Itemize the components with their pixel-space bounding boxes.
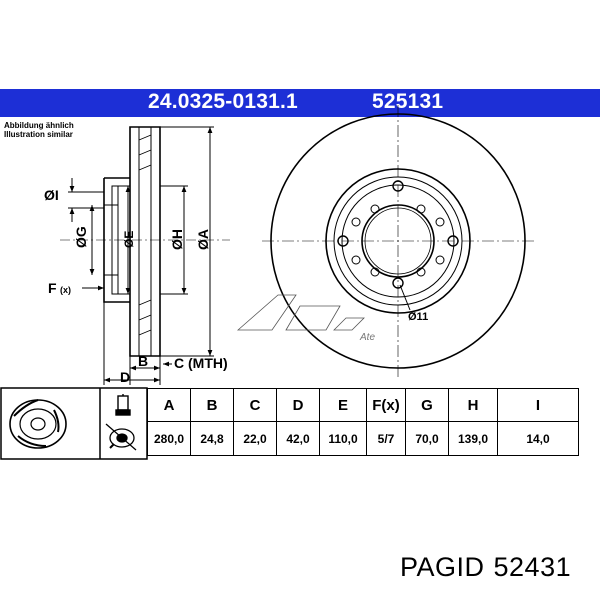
- header-banner: 24.0325-0131.1 525131: [0, 89, 600, 117]
- label-dim-b: B: [138, 353, 148, 369]
- spec-table: A B C D E F(x) G H I 280,0 24,8 22,0 42,…: [0, 388, 600, 459]
- label-dim-d: D: [120, 369, 130, 385]
- caption-line-en: Illustration similar: [4, 130, 73, 139]
- value-cell-f: 5/7: [366, 421, 406, 456]
- disc-front-view: [236, 105, 534, 378]
- value-cell-a: 280,0: [147, 421, 191, 456]
- label-dim-a: ØA: [195, 229, 211, 250]
- value-cell-g: 70,0: [405, 421, 449, 456]
- value-cell-d: 42,0: [276, 421, 320, 456]
- dimension-lines: [68, 126, 214, 385]
- value-cell-c: 22,0: [233, 421, 277, 456]
- bolt-icon: [115, 394, 131, 416]
- label-dim-h: ØH: [169, 229, 185, 250]
- table-header-row: A B C D E F(x) G H I: [147, 388, 579, 422]
- label-dim-c: C (MTH): [174, 355, 228, 371]
- header-cell-i: I: [497, 388, 579, 422]
- label-dim-e: ØE: [122, 231, 136, 248]
- value-cell-b: 24,8: [190, 421, 234, 456]
- disc-icon: [9, 399, 67, 449]
- caption-line-de: Abbildung ähnlich: [4, 121, 74, 130]
- header-cell-d: D: [276, 388, 320, 422]
- header-cell-g: G: [405, 388, 449, 422]
- illustration-caption: Abbildung ähnlich Illustration similar: [4, 121, 74, 139]
- label-hole-diameter: Ø11: [408, 311, 428, 323]
- brand-logo: Ate: [359, 332, 375, 343]
- reference-number: 525131: [372, 90, 444, 113]
- brand-code: 52431: [493, 552, 572, 582]
- header-cell-h: H: [448, 388, 498, 422]
- header-cell-a: A: [147, 388, 191, 422]
- label-dim-f-sub: (x): [60, 285, 71, 295]
- value-cell-i: 14,0: [497, 421, 579, 456]
- brand-footer: PAGID 52431: [400, 552, 580, 583]
- header-cell-c: C: [233, 388, 277, 422]
- table-value-row: 280,0 24,8 22,0 42,0 110,0 5/7 70,0 139,…: [147, 421, 579, 456]
- value-cell-e: 110,0: [319, 421, 367, 456]
- part-number: 24.0325-0131.1: [148, 90, 298, 113]
- header-cell-b: B: [190, 388, 234, 422]
- header-cell-e: E: [319, 388, 367, 422]
- dimension-table: A B C D E F(x) G H I 280,0 24,8 22,0 42,…: [147, 388, 579, 456]
- label-dim-f: F: [48, 280, 57, 296]
- label-dim-g: ØG: [73, 226, 89, 248]
- value-cell-h: 139,0: [448, 421, 498, 456]
- header-cell-f: F(x): [366, 388, 406, 422]
- label-dim-i: ØI: [44, 187, 59, 203]
- brand-name: PAGID: [400, 552, 485, 582]
- hub-icon: [105, 423, 137, 451]
